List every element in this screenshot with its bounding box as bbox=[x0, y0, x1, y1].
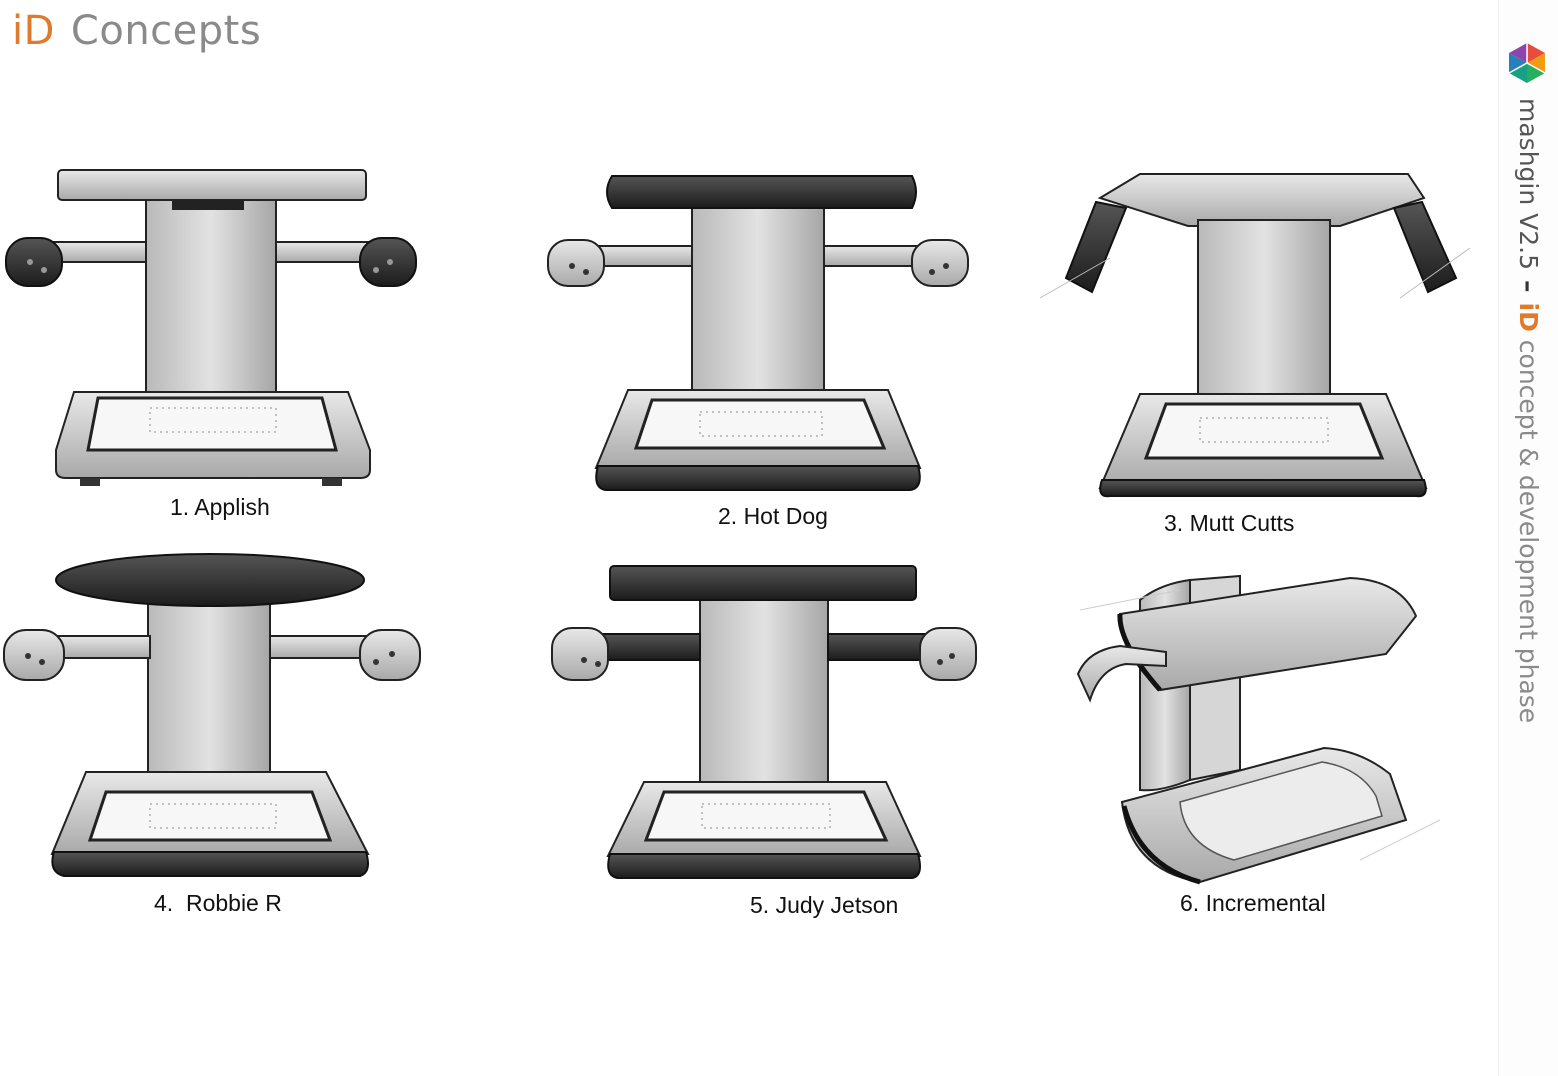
concept-2-sketch bbox=[540, 168, 980, 508]
concept-3-sketch bbox=[1039, 168, 1480, 508]
sidebar-vertical-text: mashgin V2.5 – iD concept & development ph… bbox=[1508, 98, 1548, 723]
concept-2-caption: 2. Hot Dog bbox=[718, 503, 828, 529]
sidebar bbox=[1498, 0, 1558, 1076]
concept-4-sketch bbox=[0, 550, 430, 890]
concept-1-caption: 1. Applish bbox=[170, 494, 270, 520]
sidebar-brand: mashgin V2.5 bbox=[1514, 98, 1543, 271]
concept-1-sketch bbox=[0, 160, 430, 500]
concept-5-caption: 5. Judy Jetson bbox=[750, 892, 899, 918]
concept-3-caption: 3. Mutt Cutts bbox=[1164, 510, 1295, 536]
page-title-text: Concepts bbox=[70, 8, 262, 54]
sidebar-subtitle: concept & development phase bbox=[1514, 339, 1543, 724]
page-title-accent: iD bbox=[12, 8, 55, 54]
concept-5-sketch bbox=[548, 560, 988, 900]
concept-4-caption: 4. Robbie R bbox=[154, 890, 282, 916]
sidebar-accent: iD bbox=[1514, 302, 1543, 332]
page-title: iD Concepts bbox=[12, 8, 261, 54]
concept-6-sketch bbox=[1060, 570, 1460, 890]
mashgin-hex-cube-icon bbox=[1508, 43, 1546, 83]
concept-6-caption: 6. Incremental bbox=[1180, 890, 1326, 916]
sidebar-separator: – bbox=[1514, 280, 1543, 293]
